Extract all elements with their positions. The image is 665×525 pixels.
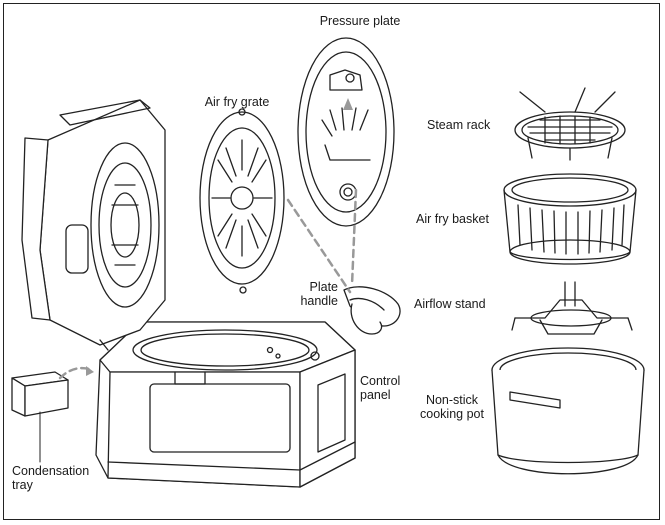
appliance-lid [21,99,166,351]
label-control-panel: Control panel [360,374,400,402]
label-condensation-tray: Condensation tray [12,464,89,492]
label-cooking-pot: Non-stick cooking pot [406,393,498,421]
label-plate-handle-line1: Plate [309,280,339,294]
arrow-heads [86,98,353,376]
condensation-tray [11,371,69,463]
label-condensation-tray-line2: tray [12,478,33,492]
airflow-stand [511,281,633,335]
appliance-base [95,321,356,488]
pressure-plate [297,37,395,227]
label-cooking-pot-line1: Non-stick [425,393,479,407]
label-plate-handle-line2: handle [300,294,338,308]
label-control-panel-line2: panel [360,388,391,402]
label-airflow-stand: Airflow stand [414,297,486,311]
label-air-fry-basket: Air fry basket [416,212,489,226]
steam-rack [514,87,626,161]
label-cooking-pot-line2: cooking pot [420,407,484,421]
label-plate-handle: Plate handle [284,280,338,308]
label-pressure-plate: Pressure plate [319,14,401,28]
cooking-pot [491,347,645,475]
label-control-panel-line1: Control [360,374,401,388]
label-condensation-tray-line1: Condensation [12,464,90,478]
air-fry-grate [199,108,285,294]
plate-handle [343,286,401,335]
label-steam-rack: Steam rack [427,118,491,132]
air-fry-basket [503,173,637,265]
label-air-fry-grate: Air fry grate [204,95,270,109]
diagram-frame [3,3,660,520]
